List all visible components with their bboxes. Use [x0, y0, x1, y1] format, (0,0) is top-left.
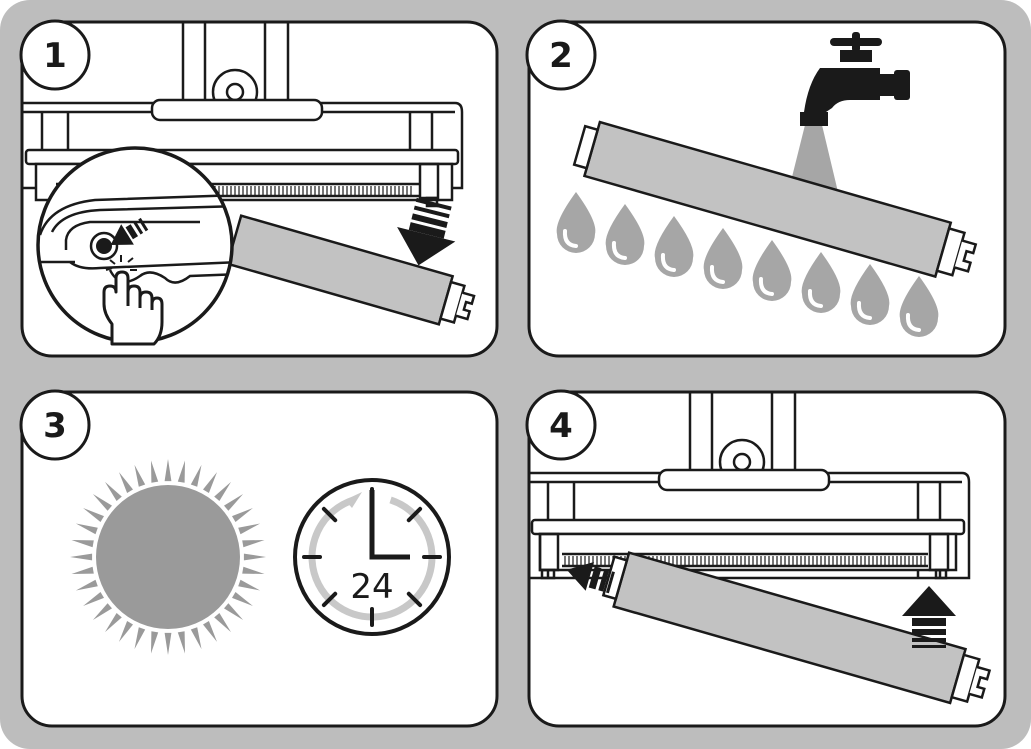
- water-drop-icon: [703, 228, 743, 289]
- sun-ray: [203, 472, 217, 493]
- sun-ray: [71, 566, 94, 574]
- sun-ray: [190, 464, 202, 487]
- sun-ray: [224, 603, 244, 620]
- water-drop-icon: [605, 204, 645, 265]
- sun-ray: [164, 632, 172, 655]
- sun-rays: [70, 459, 266, 655]
- water-drop-icon: [899, 276, 939, 337]
- brush-roller-icon: [572, 120, 978, 279]
- sun-ray: [243, 553, 266, 561]
- clock-label: 24: [350, 567, 393, 607]
- sun-ray: [105, 481, 122, 501]
- clock-tick: [406, 591, 423, 608]
- sun-ray: [238, 523, 261, 535]
- sun-ray: [203, 621, 217, 642]
- sun-ray: [71, 540, 94, 548]
- sun-ray: [232, 508, 253, 522]
- brush-roller-icon: [225, 214, 476, 326]
- panel-3-background: [20, 390, 499, 728]
- vacuum-head-icon: [529, 392, 971, 580]
- water-drop-icon: [654, 216, 694, 277]
- sun-ray: [83, 508, 104, 522]
- step-3-number: 3: [43, 406, 67, 446]
- sun-ray: [214, 481, 231, 501]
- sun-ray: [242, 540, 265, 548]
- sun-disc: [96, 485, 240, 629]
- release-button-icon: [96, 238, 112, 254]
- sun-icon: [70, 459, 266, 655]
- sun-ray: [242, 566, 265, 574]
- clock-hands: [369, 490, 410, 560]
- panel-2: 2: [525, 19, 1007, 358]
- up-arrow-icon: [902, 586, 956, 648]
- water-stream-icon: [790, 125, 838, 192]
- step-4-badge: [525, 389, 597, 461]
- clock-tick: [321, 591, 338, 608]
- sun-ray: [151, 460, 159, 483]
- sun-ray: [119, 472, 133, 493]
- sun-ray: [238, 579, 261, 591]
- step-3-badge: [19, 389, 91, 461]
- release-button-zoom: [36, 146, 234, 346]
- water-drop-icon: [556, 192, 596, 253]
- pointing-hand-icon: [102, 270, 164, 346]
- clock-24h-icon: 24: [293, 478, 451, 636]
- panel-4: 4: [525, 389, 1007, 728]
- water-drops: [556, 192, 939, 337]
- sun-ray: [92, 603, 112, 620]
- step-2-badge: [525, 19, 597, 91]
- faucet-icon: [800, 32, 910, 126]
- sun-ray: [134, 627, 146, 650]
- sun-ray: [177, 460, 185, 483]
- sun-ray: [224, 494, 244, 511]
- sun-ray: [119, 621, 133, 642]
- clock-tick: [321, 506, 338, 523]
- sun-ray: [75, 523, 98, 535]
- sun-ray: [70, 553, 93, 561]
- panel-1: 1: [19, 19, 499, 358]
- panel-3: 24 3: [19, 389, 499, 728]
- sun-ray: [164, 459, 172, 482]
- down-arrow-icon: [397, 197, 456, 266]
- sun-ray: [92, 494, 112, 511]
- clock-tick: [406, 506, 423, 523]
- sun-ray: [151, 631, 159, 654]
- step-2-number: 2: [549, 36, 573, 76]
- sun-ray: [134, 464, 146, 487]
- step-1-badge: [19, 19, 91, 91]
- sun-ray: [190, 627, 202, 650]
- sun-ray: [83, 592, 104, 606]
- click-rays-icon: [105, 255, 137, 271]
- brush-roller-icon: [601, 551, 992, 705]
- clock-progress-arrow-icon: [345, 492, 362, 508]
- step-4-number: 4: [549, 406, 573, 446]
- sun-ray: [75, 579, 98, 591]
- water-drop-icon: [850, 264, 890, 325]
- sun-ray: [105, 613, 122, 633]
- left-arrow-icon: [566, 561, 615, 594]
- water-drop-icon: [752, 240, 792, 301]
- brush-comb-icon: [214, 186, 412, 196]
- step-1-number: 1: [43, 36, 67, 76]
- sun-ray: [177, 631, 185, 654]
- sun-ray: [214, 613, 231, 633]
- sun-ray: [232, 592, 253, 606]
- button-arrow-icon: [110, 217, 149, 246]
- water-drop-icon: [801, 252, 841, 313]
